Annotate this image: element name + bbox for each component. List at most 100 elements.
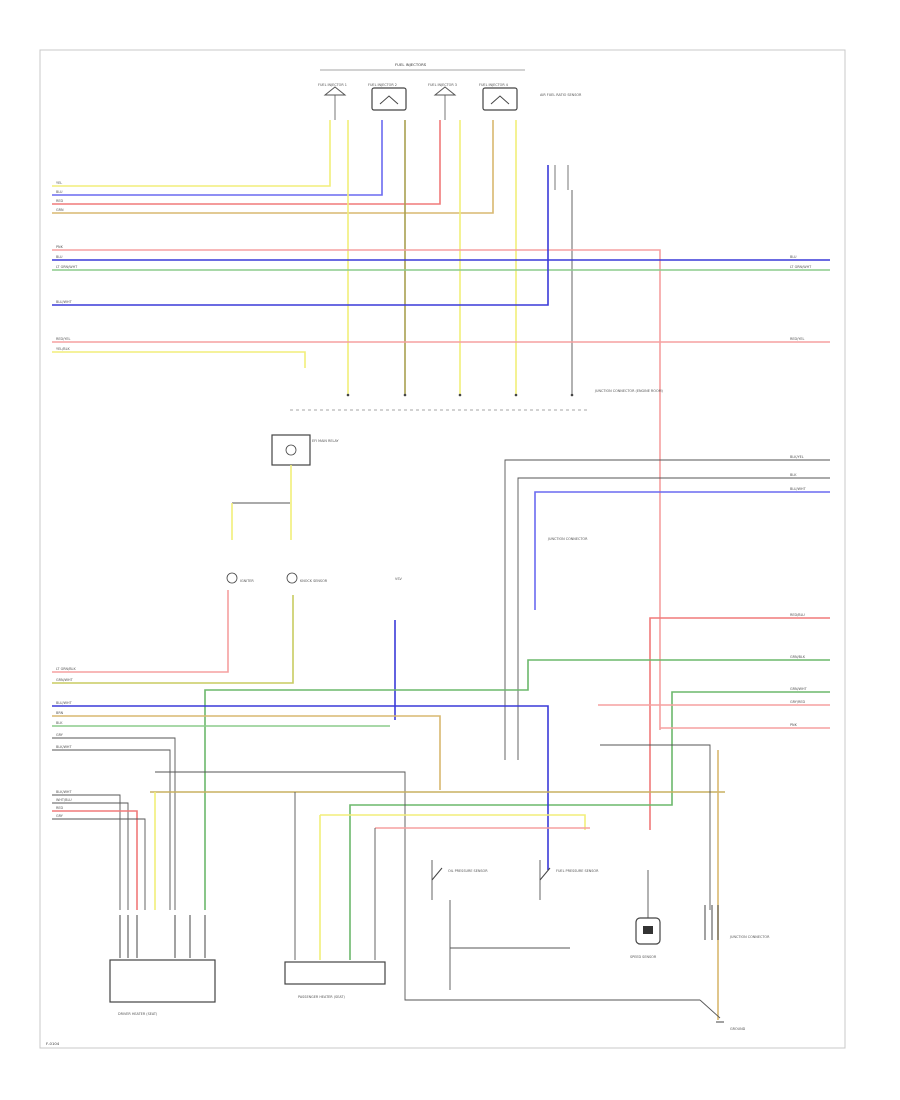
left-wire-label: BLU/WHT <box>56 701 73 705</box>
wire-blu-inj2 <box>52 120 383 196</box>
fuel-injector-2-label: FUEL INJECTOR 2 <box>368 83 397 87</box>
wire-red-inj3 <box>52 120 441 205</box>
right-wire-labels: BLU LT GRN/WHT RED/YEL BLK/YEL BLK BLU/WHT RED… <box>790 255 812 727</box>
right-wire-label: PNK <box>790 723 798 727</box>
wire-tan-ll2 <box>52 715 441 790</box>
wire-blk-mid4 <box>600 744 711 910</box>
diagram-frame <box>39 49 846 1049</box>
wire-yel-short <box>52 351 306 368</box>
driver-heater: DRIVER HEATER (SEAT) <box>109 915 216 1016</box>
left-wire-label: LT GRN/WHT <box>56 265 78 269</box>
ground-label: GROUND <box>730 1027 746 1031</box>
junction-connector-bottom-label: JUNCTION CONNECTOR <box>547 537 588 541</box>
right-wire-label: LT GRN/WHT <box>790 265 812 269</box>
igniter: IGNITER <box>226 502 290 584</box>
knock-sensor-label: KNOCK SENSOR <box>300 579 328 583</box>
left-wire-label: GRY <box>56 814 64 818</box>
wire-pink-bus <box>52 249 661 730</box>
wire-blue-sensor <box>52 165 549 306</box>
left-wire-label: YEL/BLK <box>56 347 70 351</box>
fuel-pressure-sensor-label: FUEL PRESSURE SENSOR <box>556 869 599 873</box>
speed-sensor-label: SPEED SENSOR <box>630 955 657 959</box>
right-wire-label: RED/BLU <box>790 613 805 617</box>
right-connector: JUNCTION CONNECTOR <box>704 905 770 940</box>
footer-tag: F-0104 <box>46 1041 60 1046</box>
left-wire-label: BLU/WHT <box>56 300 73 304</box>
left-wire-label: BLK/WHT <box>56 745 72 749</box>
left-wire-label: LT GRN/BLK <box>56 667 76 671</box>
fuel-injector-3: FUEL INJECTOR 3 <box>428 83 457 120</box>
fuel-injector-1-label: FUEL INJECTOR 1 <box>318 83 347 87</box>
junction-connector-top-label: JUNCTION CONNECTOR (ENGINE ROOM) <box>594 389 664 393</box>
wire-green-r6 <box>349 691 830 910</box>
fuel-injector-4-label: FUEL INJECTOR 4 <box>479 83 508 87</box>
wire-olive-knock <box>52 595 294 684</box>
oil-pressure-sensor-label: OIL PRESSURE SENSOR <box>448 869 488 873</box>
right-wire-label: BLU <box>790 255 797 259</box>
left-wire-label: RED <box>56 806 63 810</box>
wire-red-r4 <box>649 617 830 830</box>
wire-pink-igniter <box>52 590 229 673</box>
left-wire-label: GRN/WHT <box>56 678 74 682</box>
left-wire-label: YEL <box>56 181 62 185</box>
oil-pressure-sensor: OIL PRESSURE SENSOR <box>431 860 488 990</box>
wire-blk-mid <box>155 771 700 1001</box>
fuel-injector-2: FUEL INJECTOR 2 <box>368 83 407 111</box>
knock-sensor: KNOCK SENSOR <box>286 572 328 584</box>
driver-heater-wires <box>52 792 156 910</box>
wire-blue-r3 <box>534 491 830 610</box>
right-wire-label: GRN/WHT <box>790 687 808 691</box>
lower-left-bus <box>52 705 549 910</box>
passenger-heater: PASSENGER HEATER (SEAT) <box>284 792 386 999</box>
wire-blk-ll4 <box>52 737 176 910</box>
left-wire-label: BLU <box>56 190 63 194</box>
left-wire-label: BLK/WHT <box>56 790 72 794</box>
ecm-relay: EFI MAIN RELAY <box>271 434 340 540</box>
left-wire-label: GRY <box>56 733 64 737</box>
wire-blue-ll1 <box>52 705 549 870</box>
right-wire-label: RED/YEL <box>790 337 804 341</box>
right-wire-label: BLK/YEL <box>790 455 804 459</box>
left-wire-label: GRN <box>56 208 64 212</box>
wire-blk-r2 <box>517 477 830 760</box>
air-fuel-sensor: AIR FUEL RATIO SENSOR <box>540 93 582 190</box>
wire-tan-inj4 <box>52 120 494 214</box>
fuel-injector-3-label: FUEL INJECTOR 3 <box>428 83 457 87</box>
vsv: VSV <box>394 577 402 720</box>
left-wire-label: RED/YEL <box>56 337 70 341</box>
left-wire-label: PNK <box>56 245 64 249</box>
ground: GROUND <box>699 999 746 1031</box>
vsv-label: VSV <box>395 577 402 581</box>
igniter-label: IGNITER <box>240 579 254 583</box>
fuel-injector-4: FUEL INJECTOR 4 <box>479 83 518 111</box>
right-wire-label: GRN/BLK <box>790 655 806 659</box>
top-wire-group <box>52 120 573 395</box>
left-wire-label: BRN <box>56 711 64 715</box>
fuel-pressure-sensor: FUEL PRESSURE SENSOR <box>539 860 599 900</box>
left-wire-label: RED <box>56 199 63 203</box>
wire-yel-mid2 <box>320 814 586 830</box>
fuel-injector-1: FUEL INJECTOR 1 <box>318 83 347 120</box>
right-connector-label: JUNCTION CONNECTOR <box>729 935 770 939</box>
wire-gray-r1 <box>504 459 830 760</box>
passenger-heater-label: PASSENGER HEATER (SEAT) <box>298 995 345 999</box>
left-wire-label: BLU <box>56 255 63 259</box>
wire-green-r5 <box>204 659 830 910</box>
air-fuel-sensor-label: AIR FUEL RATIO SENSOR <box>540 93 582 97</box>
junction-connector-top: JUNCTION CONNECTOR (ENGINE ROOM) <box>290 389 664 411</box>
left-wire-label: BLK <box>56 721 63 725</box>
wire-yel-inj1 <box>52 120 331 187</box>
speed-sensor: SPEED SENSOR <box>630 870 661 959</box>
left-wire-labels: YEL BLU RED GRN PNK BLU LT GRN/WHT BLU/WHT RED/Y… <box>56 181 78 818</box>
bus-group <box>52 165 830 730</box>
right-wire-label: BLK <box>790 473 797 477</box>
right-wire-label: GRY/RED <box>790 700 805 704</box>
ecm-relay-label: EFI MAIN RELAY <box>312 439 340 443</box>
left-wire-label: WHT/BLU <box>56 798 72 802</box>
right-block: JUNCTION CONNECTOR <box>204 459 830 910</box>
wire-gray-ll5 <box>52 749 171 910</box>
driver-heater-label: DRIVER HEATER (SEAT) <box>118 1012 158 1016</box>
header-label: FUEL INJECTORS <box>395 62 427 67</box>
right-wire-label: BLU/WHT <box>790 487 807 491</box>
